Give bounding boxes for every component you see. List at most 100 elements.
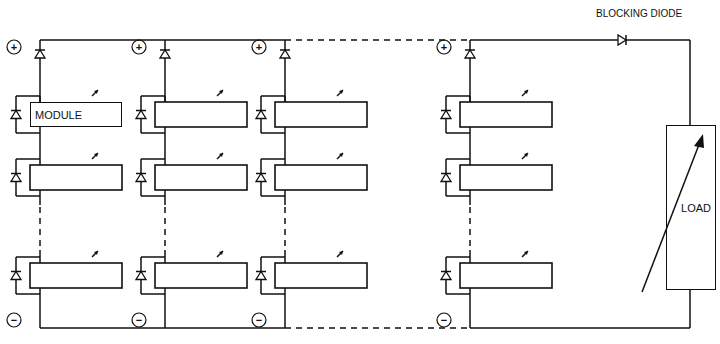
load-label: LOAD xyxy=(681,202,711,214)
wire xyxy=(689,290,691,328)
wire xyxy=(469,159,471,165)
negative-terminal: − xyxy=(132,313,146,327)
module-box xyxy=(460,102,552,127)
negative-terminal: − xyxy=(252,313,266,327)
wire xyxy=(446,95,470,97)
light-ray-head xyxy=(219,251,223,255)
diode-symbol xyxy=(11,272,21,280)
wire xyxy=(469,96,471,102)
wire xyxy=(39,159,41,165)
wire xyxy=(284,133,286,159)
wire xyxy=(164,190,166,196)
module-box xyxy=(275,263,367,288)
wire xyxy=(469,207,471,250)
light-ray-head xyxy=(339,251,343,255)
diode-bar xyxy=(465,49,475,51)
load-box: LOAD xyxy=(666,125,716,290)
terminal-circle xyxy=(132,313,146,327)
diode-bar xyxy=(11,110,21,112)
wire xyxy=(16,195,40,197)
positive-terminal: + xyxy=(437,40,451,54)
diode-symbol xyxy=(160,50,170,58)
light-ray xyxy=(522,90,528,96)
wire xyxy=(16,256,40,258)
light-ray-head xyxy=(524,153,528,157)
wire xyxy=(284,127,286,133)
diode-symbol xyxy=(441,272,451,280)
diode-bar xyxy=(256,173,266,175)
wire xyxy=(469,190,471,196)
wire xyxy=(469,127,471,133)
light-ray xyxy=(522,153,528,159)
diode-symbol xyxy=(441,111,451,119)
module-box xyxy=(155,102,247,127)
wire xyxy=(284,190,286,196)
wire xyxy=(261,95,285,97)
wire xyxy=(39,294,41,328)
wire xyxy=(446,195,470,197)
wire xyxy=(470,327,690,329)
diode-symbol xyxy=(11,111,21,119)
wire xyxy=(141,95,165,97)
wire xyxy=(164,257,166,263)
diode-bar xyxy=(136,110,146,112)
diode-bar xyxy=(256,271,266,273)
terminal-circle xyxy=(7,40,21,54)
module-box: MODULE xyxy=(30,102,122,127)
terminal-circle xyxy=(252,313,266,327)
light-ray-head xyxy=(339,153,343,157)
diode-bar xyxy=(11,173,21,175)
wire xyxy=(284,288,286,294)
wire xyxy=(469,250,471,257)
wire xyxy=(446,256,470,258)
wire xyxy=(141,293,165,295)
diode-bar xyxy=(136,271,146,273)
module-box xyxy=(275,102,367,127)
wire xyxy=(284,294,286,328)
diode-bar xyxy=(11,271,21,273)
diode-symbol xyxy=(441,174,451,182)
wire xyxy=(40,39,285,41)
light-ray-head xyxy=(219,153,223,157)
wire xyxy=(446,158,470,160)
diode-bar xyxy=(160,49,170,51)
light-ray xyxy=(217,251,223,257)
light-ray xyxy=(217,153,223,159)
diode-symbol xyxy=(136,111,146,119)
light-ray xyxy=(337,153,343,159)
wire xyxy=(39,133,41,159)
light-ray xyxy=(522,251,528,257)
wire xyxy=(141,158,165,160)
wire xyxy=(164,250,166,257)
wire xyxy=(164,288,166,294)
wire xyxy=(16,132,40,134)
wire xyxy=(39,257,41,263)
wire xyxy=(39,196,41,205)
wire xyxy=(164,127,166,133)
wire xyxy=(141,132,165,134)
light-ray xyxy=(337,90,343,96)
wire xyxy=(446,293,470,295)
light-ray-head xyxy=(524,90,528,94)
wire xyxy=(446,132,470,134)
blocking-diode-label: BLOCKING DIODE xyxy=(596,8,682,19)
wire xyxy=(164,96,166,102)
diode-symbol xyxy=(136,174,146,182)
terminal-circle xyxy=(437,40,451,54)
wire xyxy=(284,159,286,165)
diode-symbol xyxy=(256,174,266,182)
diode-symbol xyxy=(11,174,21,182)
variable-arrow xyxy=(642,142,700,292)
diode-bar xyxy=(136,173,146,175)
wire xyxy=(469,294,471,328)
variable-arrow-head xyxy=(694,134,704,148)
wire xyxy=(141,256,165,258)
wire xyxy=(470,39,690,41)
light-ray-head xyxy=(339,90,343,94)
light-ray xyxy=(337,251,343,257)
wire xyxy=(469,196,471,205)
wire xyxy=(164,159,166,165)
diode-bar xyxy=(625,35,627,45)
diode-symbol xyxy=(136,272,146,280)
